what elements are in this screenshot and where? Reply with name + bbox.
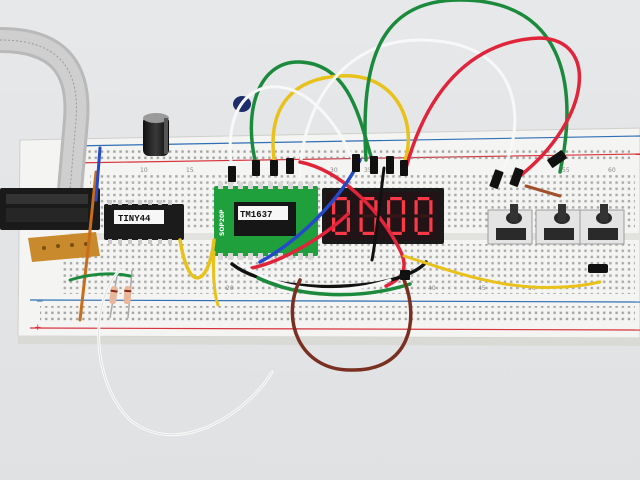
display-segment bbox=[414, 217, 418, 232]
electrolytic-capacitor bbox=[143, 113, 169, 156]
display-segment bbox=[359, 200, 363, 215]
display-segment bbox=[390, 231, 402, 235]
display-segment bbox=[390, 197, 402, 201]
display-segment bbox=[429, 200, 433, 215]
row-number: 30 bbox=[330, 167, 338, 174]
seven-segment-display bbox=[322, 188, 444, 244]
resistors bbox=[109, 269, 133, 319]
display-segment bbox=[362, 197, 375, 201]
display-segment bbox=[401, 200, 405, 215]
row-number: 35 bbox=[364, 167, 372, 174]
display-segment bbox=[332, 200, 336, 215]
display-segment bbox=[335, 231, 347, 235]
driver-chip-label: TM1637 bbox=[240, 210, 272, 220]
display-segment bbox=[414, 200, 418, 215]
mcu-chip: TINY44 bbox=[104, 200, 184, 244]
display-segment bbox=[346, 217, 350, 232]
potentiometer-2 bbox=[535, 204, 581, 245]
display-segment bbox=[401, 217, 405, 232]
bottom-rail-blue-line bbox=[29, 299, 640, 303]
jumper-wires bbox=[68, 0, 602, 437]
potentiometer-3 bbox=[579, 204, 625, 245]
display-segment-off bbox=[390, 214, 402, 218]
display-segment bbox=[374, 200, 378, 215]
svg-text:+: + bbox=[34, 323, 42, 333]
bottom-rail-red-line bbox=[29, 327, 640, 331]
svg-text:−: − bbox=[36, 297, 44, 307]
adapter-board-text: SOP20P bbox=[219, 209, 226, 236]
row-number: 55 bbox=[562, 167, 570, 174]
display-segment bbox=[429, 217, 433, 232]
display-segment bbox=[417, 197, 430, 201]
display-segment bbox=[417, 231, 430, 235]
row-number: 20 bbox=[226, 285, 234, 292]
potentiometer-1 bbox=[487, 204, 533, 245]
display-segment-off bbox=[417, 214, 430, 218]
wire-plugs bbox=[228, 150, 608, 280]
mcu-chip-label: TINY44 bbox=[118, 214, 151, 224]
row-number: 45 bbox=[478, 285, 486, 292]
display-segment-off bbox=[362, 214, 375, 218]
row-number: 60 bbox=[608, 167, 616, 174]
tm1637-adapter-board: SOP20P TM1637 bbox=[214, 182, 318, 260]
ribbon-cable bbox=[0, 27, 100, 230]
display-segment bbox=[387, 217, 391, 232]
row-number: 10 bbox=[140, 167, 148, 174]
display-segment bbox=[359, 217, 363, 232]
display-segment-off bbox=[335, 214, 347, 218]
display-segment bbox=[387, 200, 391, 215]
display-segment bbox=[362, 231, 375, 235]
display-segment bbox=[346, 200, 350, 215]
row-number: 15 bbox=[186, 167, 194, 174]
row-number: 40 bbox=[428, 285, 436, 292]
display-segment bbox=[335, 197, 347, 201]
header-perfboard bbox=[28, 232, 100, 262]
